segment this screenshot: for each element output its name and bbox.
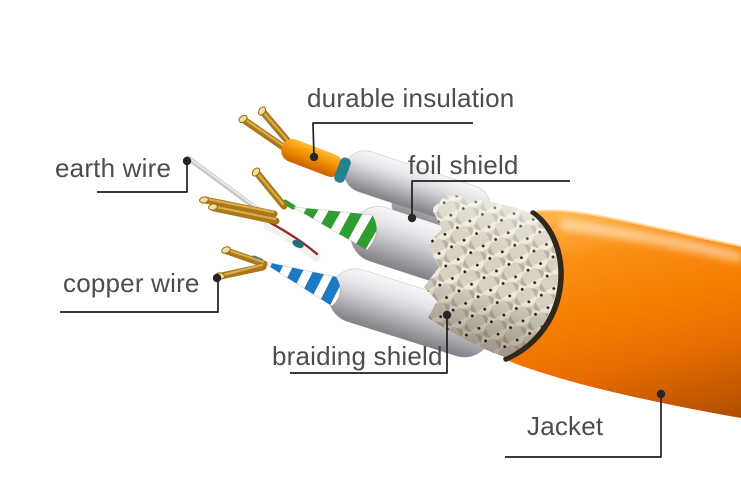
copper-wires-graphic: [199, 106, 295, 280]
leader-lines: [60, 122, 662, 458]
leader-copper-wire: [60, 279, 219, 313]
dot-durable-insulation: [309, 152, 319, 162]
dot-copper-wire: [212, 273, 222, 283]
leader-durable-insulation: [312, 122, 473, 158]
jacket-graphic: [503, 209, 741, 418]
dot-foil-shield: [407, 213, 417, 223]
label-durable-insulation: durable insulation: [307, 83, 515, 113]
dot-earth-wire: [182, 156, 192, 166]
leader-jacket: [505, 395, 662, 458]
label-earth-wire: earth wire: [55, 153, 172, 183]
braiding-shield-graphic: [424, 194, 558, 357]
dot-braiding-shield: [442, 310, 452, 320]
label-foil-shield: foil shield: [408, 150, 519, 180]
leader-dots: [182, 152, 666, 399]
dot-jacket: [656, 389, 666, 399]
blue-pair-graphic: [251, 255, 341, 307]
leader-braiding-shield: [290, 316, 448, 374]
label-jacket: Jacket: [527, 411, 604, 441]
label-copper-wire: copper wire: [63, 268, 200, 298]
label-braiding-shield: braiding shield: [272, 341, 443, 371]
leader-foil-shield: [411, 180, 570, 218]
leader-earth-wire: [97, 161, 188, 193]
